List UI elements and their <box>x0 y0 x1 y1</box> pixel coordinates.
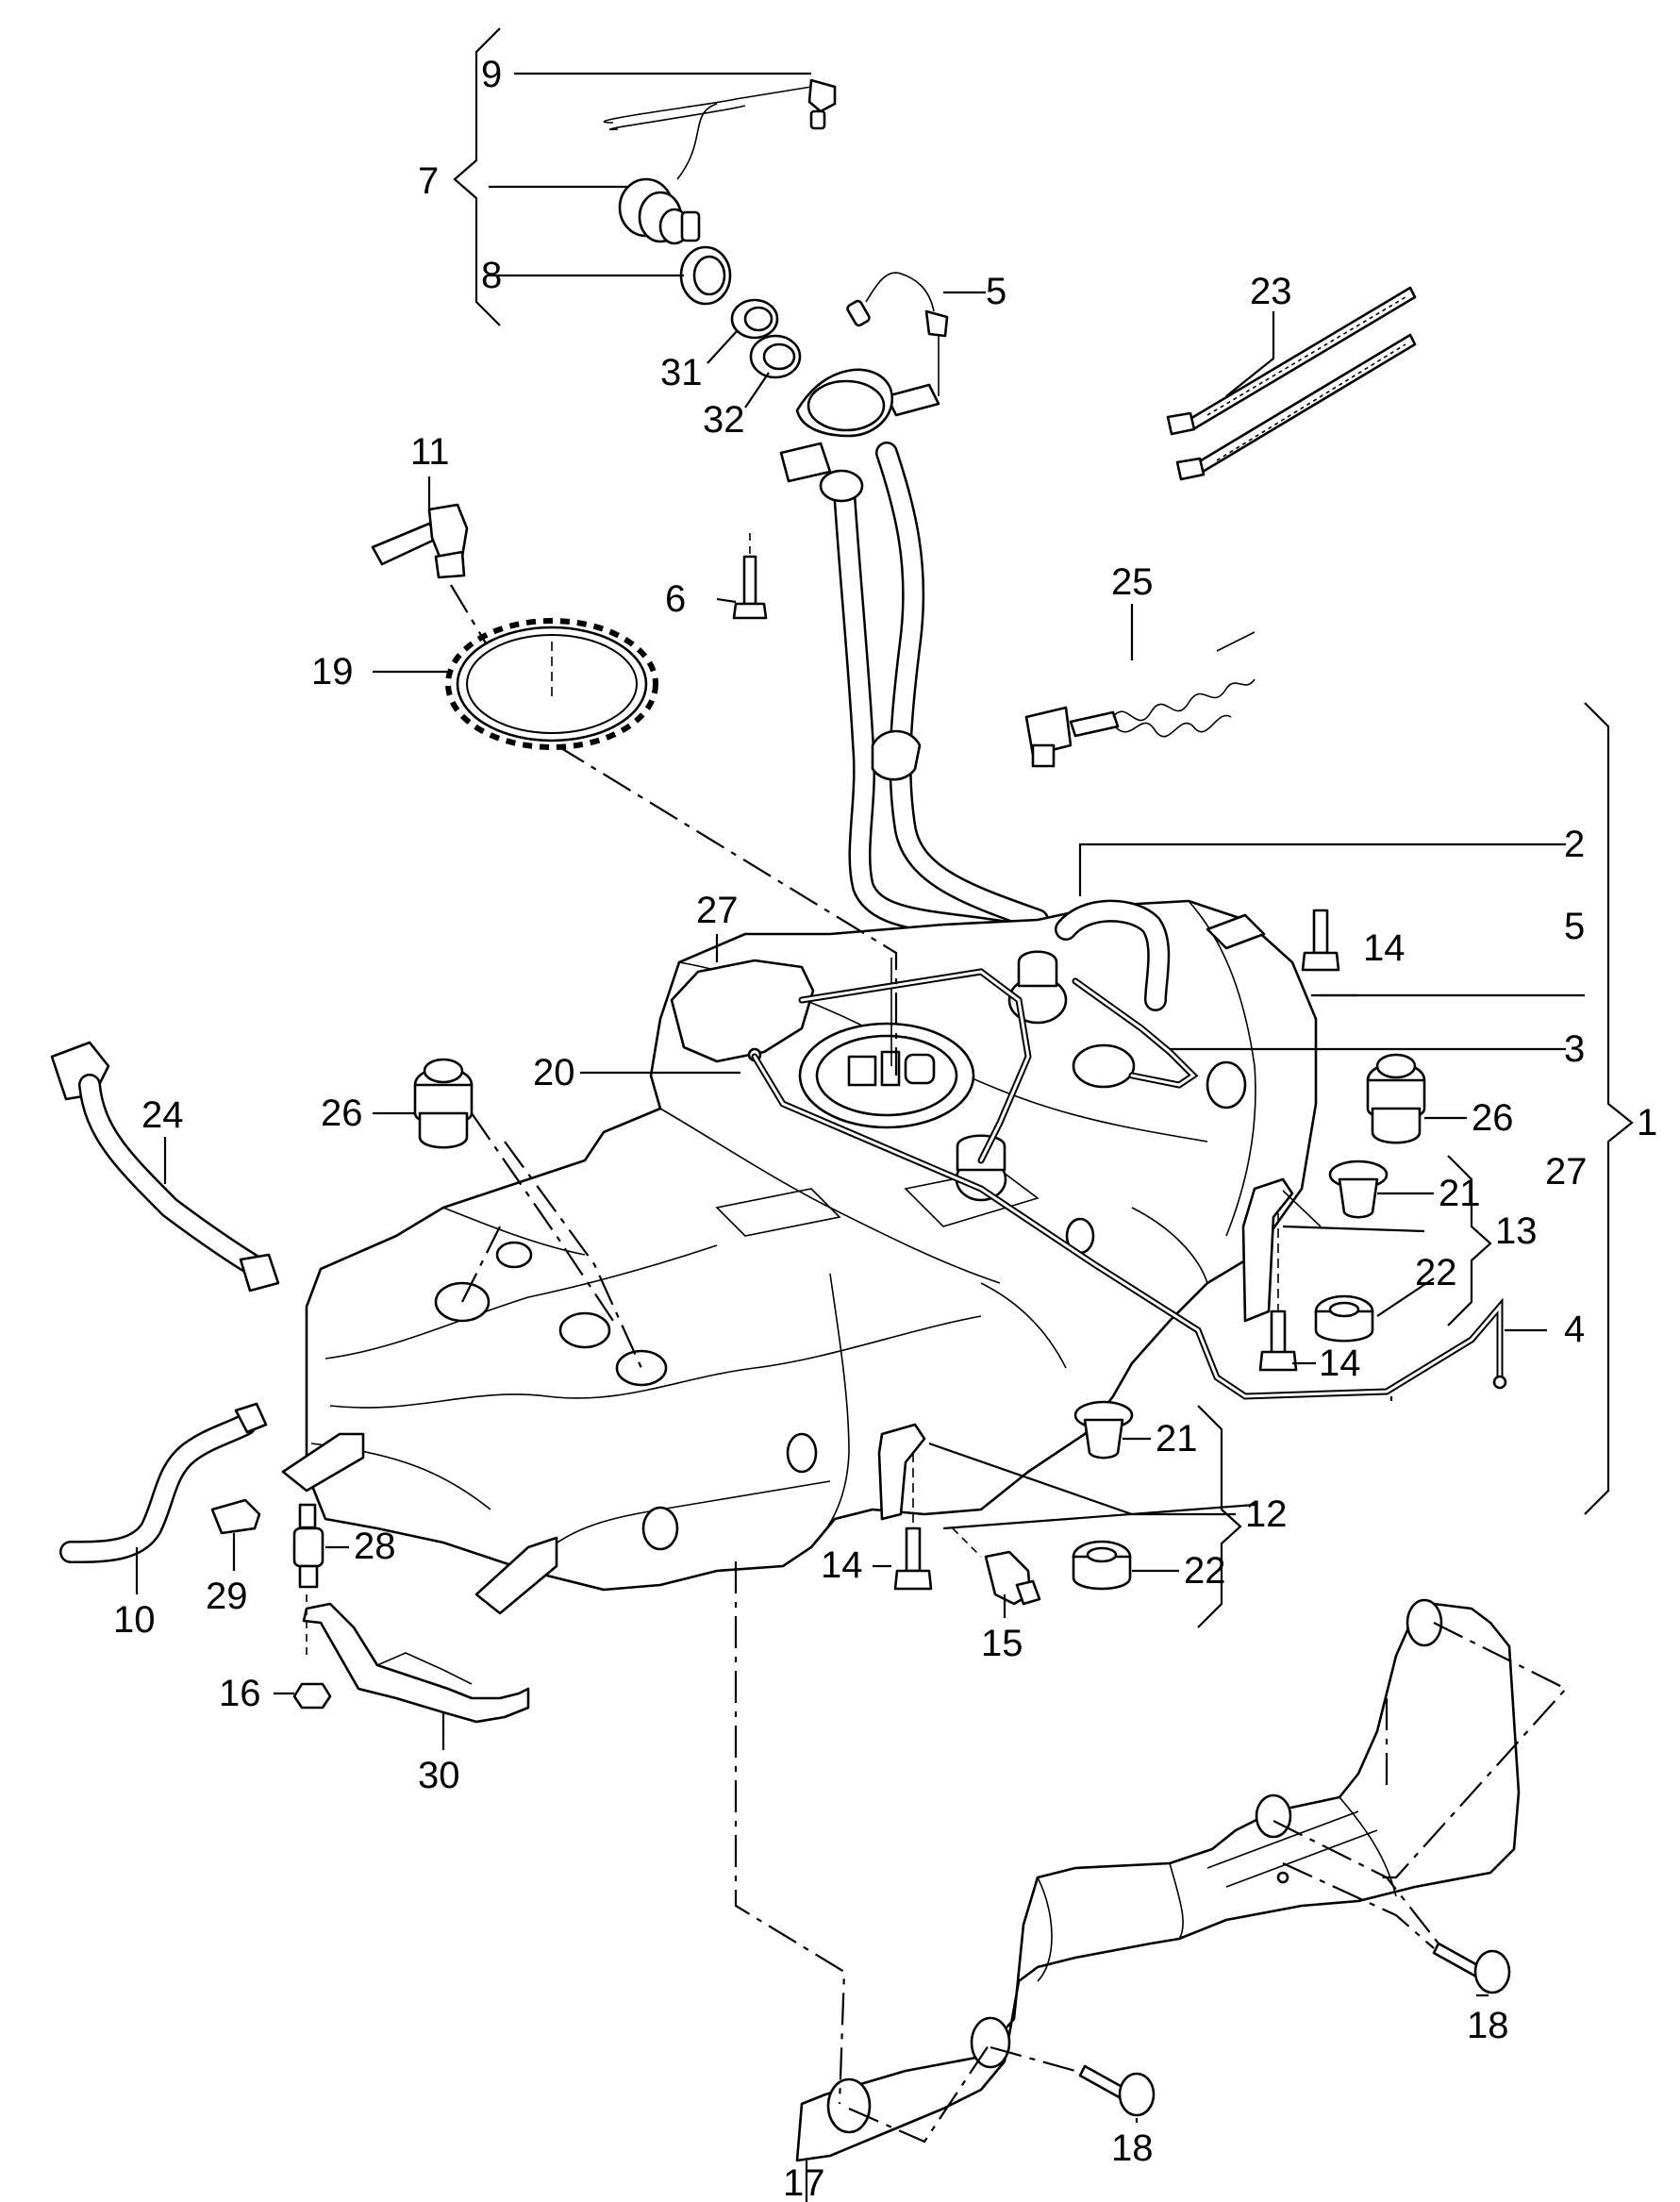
callout-16: 16 <box>219 1673 261 1714</box>
callout-12: 12 <box>1245 1493 1288 1535</box>
callout-18-left: 18 <box>1111 2127 1154 2169</box>
hose-part-10 <box>59 1402 268 1563</box>
pin-part-15 <box>952 1527 1041 1606</box>
grommet-part-7 <box>618 177 701 245</box>
callout-5-top: 5 <box>986 271 1006 312</box>
callout-15: 15 <box>981 1623 1023 1664</box>
callout-26-left: 26 <box>321 1093 363 1134</box>
tank-bracket <box>1206 913 1266 950</box>
callout-29: 29 <box>206 1576 248 1617</box>
nut-part-29 <box>210 1498 261 1535</box>
bolt-part-14-top <box>1301 909 1340 972</box>
callout-28: 28 <box>354 1526 396 1567</box>
callout-30: 30 <box>418 1755 460 1796</box>
brace-group-12 <box>1197 1405 1242 1628</box>
bush-part-21-lower <box>1073 1400 1134 1460</box>
nut-part-16 <box>292 1682 332 1710</box>
clip-part-25 <box>1024 631 1256 768</box>
callout-labels: 9 7 8 5 31 32 23 11 6 25 19 2 27 14 5 3 … <box>113 54 1657 2202</box>
callout-14-low: 14 <box>821 1544 863 1586</box>
callout-21-lower: 21 <box>1156 1418 1198 1460</box>
vent-valve-part-11 <box>371 503 510 661</box>
bracket-part-12 <box>877 1423 926 1521</box>
callout-26-right: 26 <box>1472 1097 1514 1139</box>
callout-14-top: 14 <box>1363 927 1406 969</box>
filler-neck <box>779 368 1077 983</box>
callout-4: 4 <box>1564 1309 1585 1350</box>
leader-lines <box>135 72 1585 2202</box>
assembly-lines <box>461 744 1568 2144</box>
seal-part-32 <box>749 334 802 379</box>
callout-19: 19 <box>311 651 354 692</box>
callout-3: 3 <box>1564 1028 1585 1070</box>
grommet-part-22-upper <box>1314 1294 1374 1343</box>
callout-32: 32 <box>703 399 745 441</box>
heat-shield-part-17 <box>795 1598 1521 2162</box>
callout-22-lower: 22 <box>1184 1550 1226 1592</box>
bracket-part-13 <box>1241 1177 1322 1323</box>
cable-ties-part-23 <box>1166 286 1417 481</box>
callout-10: 10 <box>113 1599 156 1641</box>
bolt-part-18-right <box>1432 1942 1511 1994</box>
harness-cable <box>676 103 718 180</box>
bolt-part-6 <box>732 533 768 620</box>
callout-9: 9 <box>481 54 502 95</box>
ground-cable-part-5 <box>846 272 949 417</box>
callout-5-right: 5 <box>1564 906 1585 947</box>
callout-7: 7 <box>418 160 439 202</box>
stud-part-28 <box>292 1503 324 1589</box>
callout-17: 17 <box>783 2162 825 2202</box>
callout-31: 31 <box>660 352 703 393</box>
sensor-harness-part-9 <box>603 78 837 131</box>
callout-1: 1 <box>1637 1102 1657 1143</box>
brace-group-13 <box>1447 1155 1492 1326</box>
callout-18-right: 18 <box>1467 2005 1509 2046</box>
bracket-left-upper <box>281 1432 365 1493</box>
hose-part-24 <box>50 1041 280 1293</box>
locking-ring-part-19 <box>445 618 658 750</box>
callout-6: 6 <box>665 578 686 620</box>
callout-20: 20 <box>533 1052 575 1093</box>
callout-21-upper: 21 <box>1439 1173 1481 1214</box>
bolt-part-14-low <box>893 1453 933 1591</box>
bolt-part-14-mid <box>1258 1198 1298 1372</box>
bracket-left-lower <box>474 1536 558 1615</box>
fuel-tank-body <box>305 899 1318 1592</box>
fuel-pump-part-20 <box>798 958 975 1129</box>
strap-part-30 <box>302 1594 530 1724</box>
rubber-buffer-part-26-left <box>413 1058 474 1149</box>
callout-14-mid: 14 <box>1319 1343 1361 1384</box>
callout-23: 23 <box>1250 271 1292 312</box>
fuel-line-part-4 <box>751 1053 1507 1400</box>
callout-8: 8 <box>481 255 502 296</box>
grommet-part-22-lower <box>1072 1540 1132 1591</box>
rubber-buffer-part-26-right <box>1366 1053 1426 1144</box>
brace-group-1 <box>1584 702 1634 1515</box>
o-ring-part-8 <box>679 245 732 306</box>
callout-22-upper: 22 <box>1415 1252 1457 1293</box>
callout-25: 25 <box>1111 561 1154 603</box>
brace-group-7 <box>453 27 501 326</box>
callout-13: 13 <box>1495 1210 1538 1252</box>
bolt-part-18-left <box>1078 2064 1156 2117</box>
vent-hose-part-2 <box>1055 899 1171 1011</box>
seal-part-31 <box>730 298 779 340</box>
callout-27-right: 27 <box>1545 1151 1588 1193</box>
callout-27-top: 27 <box>696 890 739 931</box>
callout-11: 11 <box>410 431 450 473</box>
bush-part-21-upper <box>1328 1159 1389 1219</box>
callout-24: 24 <box>141 1094 184 1136</box>
fuel-line-part-3 <box>798 968 1199 1164</box>
callout-2: 2 <box>1564 824 1585 865</box>
